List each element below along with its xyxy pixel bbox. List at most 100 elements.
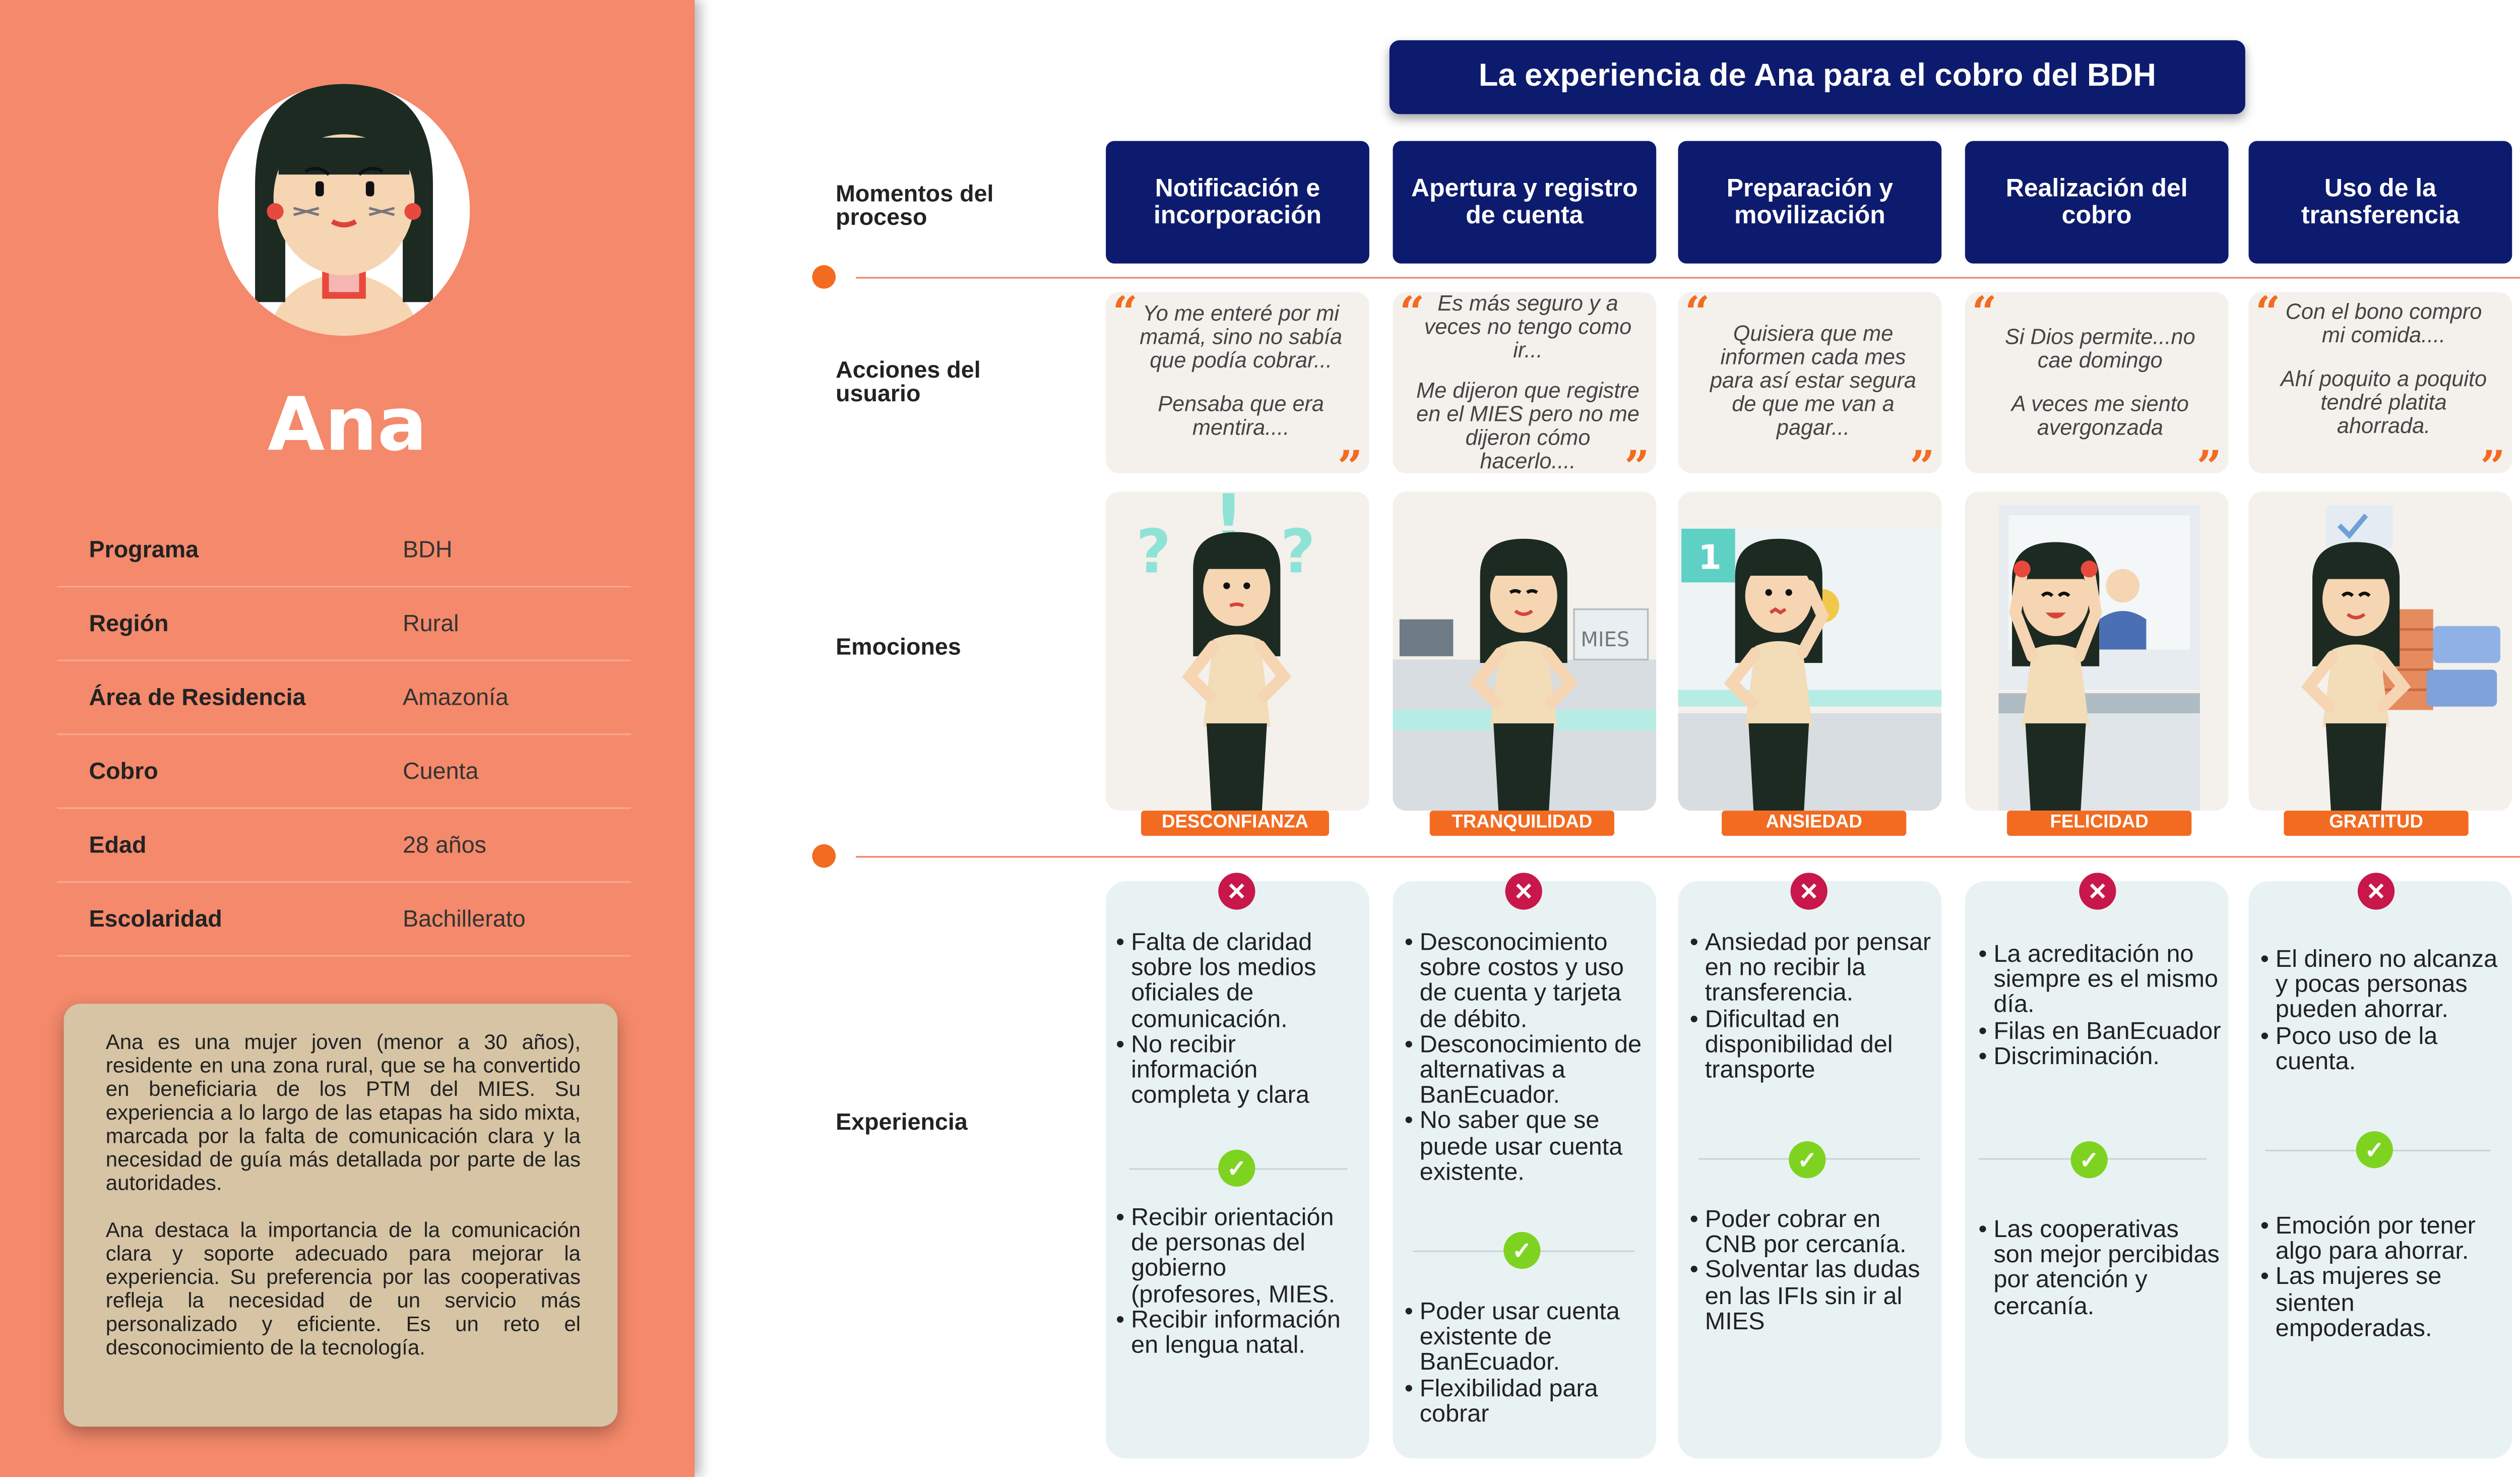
list-item: Emoción por tener algo para ahorrar. <box>2260 1214 2505 1266</box>
info-label: Programa <box>89 535 199 563</box>
emotion-badge: FELICIDAD <box>2007 811 2192 836</box>
emotion-illustration-tranquilidad: MIES <box>1393 491 1657 811</box>
info-value: BDH <box>403 535 453 563</box>
close-quote-icon: ” <box>1910 443 1935 494</box>
positive-list: Las cooperativas son mejor percibidas po… <box>1978 1217 2223 1320</box>
negative-list: El dinero no alcanza y pocas personas pu… <box>2260 947 2505 1076</box>
negative-list: Falta de claridad sobre los medios ofici… <box>1116 931 1361 1110</box>
list-item: Poco uso de la cuenta. <box>2260 1024 2505 1076</box>
list-item: No saber que se puede usar cuenta existe… <box>1405 1109 1650 1187</box>
row-label-experience: Experiencia <box>836 1107 968 1135</box>
info-row-programa: Programa BDH <box>57 512 631 588</box>
list-item: Recibir información en lengua natal. <box>1116 1308 1361 1360</box>
x-circle-icon: ✕ <box>1218 873 1255 910</box>
close-quote-icon: ” <box>2196 443 2222 494</box>
list-item: Poder usar cuenta existente de BanEcuado… <box>1405 1300 1650 1377</box>
close-quote-icon: ” <box>1624 443 1650 494</box>
emotion-illustration-ansiedad: 1 <box>1678 491 1942 811</box>
persona-name: Ana <box>267 383 427 468</box>
quote-text: Si Dios permite...no cae domingo <box>2005 324 2195 373</box>
row-label-emotions: Emociones <box>836 633 961 660</box>
check-circle-icon: ✓ <box>1503 1232 1541 1269</box>
list-item: Flexibilidad para cobrar <box>1405 1376 1650 1428</box>
positive-list: Poder usar cuenta existente de BanEcuado… <box>1405 1300 1650 1428</box>
info-row-escolaridad: Escolaridad Bachillerato <box>57 881 631 957</box>
stage-header-notificacion: Notificación e incorporación <box>1106 141 1369 264</box>
list-item: Desconocimiento sobre costos y uso de cu… <box>1405 931 1650 1033</box>
open-quote-icon: “ <box>1399 288 1425 339</box>
quote-text: Es más seguro y a veces no tengo como ir… <box>1424 290 1632 363</box>
quote-text: Me dijeron que registre en el MIES pero … <box>1416 378 1640 473</box>
positive-list: Emoción por tener algo para ahorrar. Las… <box>2260 1214 2505 1343</box>
list-item: El dinero no alcanza y pocas personas pu… <box>2260 947 2505 1025</box>
info-label: Edad <box>89 831 147 858</box>
woman-confused-illustration: ? ! ? <box>1136 492 1315 811</box>
x-circle-icon: ✕ <box>1790 873 1828 910</box>
emotion-illustration-felicidad <box>1965 491 2229 811</box>
info-row-region: Región Rural <box>57 586 631 661</box>
description-paragraph: Ana es una mujer joven (menor a 30 años)… <box>105 1030 581 1195</box>
experience-card: ✕ Desconocimiento sobre costos y uso de … <box>1393 873 1657 1459</box>
info-value: 28 años <box>403 831 486 858</box>
woman-anxious-bank-illustration: 1 <box>1678 528 1942 811</box>
open-quote-icon: “ <box>2255 288 2281 339</box>
svg-text:1: 1 <box>1698 538 1721 577</box>
close-quote-icon: ” <box>1337 443 1363 494</box>
info-label: Área de Residencia <box>89 683 306 710</box>
timeline-dot <box>812 265 836 289</box>
row-label-moments: Momentos del proceso <box>836 179 994 230</box>
info-value: Amazonía <box>403 683 509 710</box>
quote-text: A veces me siento avergonzada <box>2011 391 2189 440</box>
stage-header-realizacion: Realización del cobro <box>1965 141 2229 264</box>
quote-card: “ Es más seguro y a veces no tengo como … <box>1393 288 1657 490</box>
quote-text: Con el bono compro mi comida.... <box>2285 298 2482 348</box>
info-value: Bachillerato <box>403 904 526 932</box>
emotion-illustration-desconfianza: ? ! ? <box>1106 491 1369 811</box>
open-quote-icon: “ <box>1112 288 1138 339</box>
info-row-cobro: Cobro Cuenta <box>57 733 631 809</box>
positive-list: Recibir orientación de personas del gobi… <box>1116 1206 1361 1360</box>
list-item: Desconocimiento de alternativas a BanEcu… <box>1405 1033 1650 1110</box>
list-item: Discriminación. <box>1978 1044 2223 1071</box>
check-circle-icon: ✓ <box>1789 1141 1826 1179</box>
check-circle-icon: ✓ <box>2070 1141 2108 1179</box>
list-item: Solventar las dudas en las IFIs sin ir a… <box>1690 1259 1935 1336</box>
emotion-badge: GRATITUD <box>2284 811 2469 836</box>
experience-card: ✕ La acreditación no siempre es el mismo… <box>1965 873 2229 1459</box>
emotion-badge: ANSIEDAD <box>1722 811 1907 836</box>
avatar <box>218 84 470 336</box>
info-row-area: Área de Residencia Amazonía <box>57 659 631 735</box>
timeline-dot <box>812 844 836 868</box>
list-item: No recibir información completa y clara <box>1116 1033 1361 1110</box>
woman-grateful-savings-illustration <box>2301 505 2500 811</box>
timeline-line <box>856 277 2520 279</box>
experience-card: ✕ El dinero no alcanza y pocas personas … <box>2248 873 2512 1459</box>
quote-text: Yo me enteré por mi mamá, sino no sabía … <box>1140 300 1343 373</box>
check-circle-icon: ✓ <box>1218 1149 1255 1187</box>
quote-card: “ Quisiera que me informen cada mes para… <box>1678 288 1942 490</box>
x-circle-icon: ✕ <box>2357 873 2395 910</box>
timeline-line <box>856 856 2520 858</box>
open-quote-icon: “ <box>1684 288 1710 339</box>
info-value: Cuenta <box>403 757 479 784</box>
negative-list: Ansiedad por pensar en no recibir la tra… <box>1690 931 1935 1085</box>
negative-list: Desconocimiento sobre costos y uso de cu… <box>1405 931 1650 1187</box>
list-item: Poder cobrar en CNB por cercanía. <box>1690 1207 1935 1259</box>
svg-text:MIES: MIES <box>1581 628 1629 651</box>
list-item: Las cooperativas son mejor percibidas po… <box>1978 1217 2223 1320</box>
list-item: Filas en BanEcuador <box>1978 1019 2223 1046</box>
info-label: Escolaridad <box>89 904 222 932</box>
positive-list: Poder cobrar en CNB por cercanía. Solven… <box>1690 1207 1935 1336</box>
woman-calm-office-illustration: MIES <box>1393 538 1657 811</box>
list-item: Las mujeres se sienten empoderadas. <box>2260 1265 2505 1343</box>
x-circle-icon: ✕ <box>1505 873 1542 910</box>
quote-text: Pensaba que era mentira.... <box>1158 391 1325 440</box>
quote-text: Quisiera que me informen cada mes para a… <box>1710 320 1917 440</box>
svg-text:?: ? <box>1280 517 1315 587</box>
x-circle-icon: ✕ <box>2079 873 2116 910</box>
info-label: Cobro <box>89 757 158 784</box>
experience-card: ✕ Ansiedad por pensar en no recibir la t… <box>1678 873 1942 1459</box>
stage-header-uso: Uso de la transferencia <box>2248 141 2512 264</box>
close-quote-icon: ” <box>2480 443 2505 494</box>
